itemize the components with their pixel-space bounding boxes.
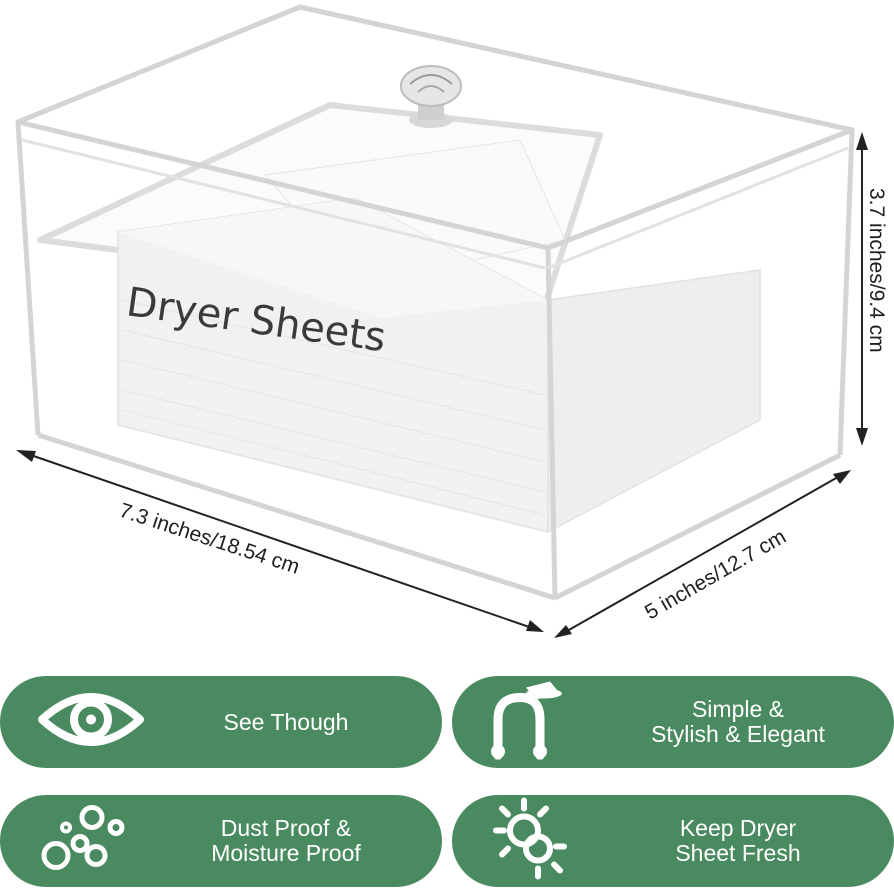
sun-icon [488, 797, 572, 886]
person-bending-icon [488, 680, 568, 765]
bubbles-icon [36, 804, 126, 879]
feature-line: See Though [223, 708, 349, 735]
acrylic-box-frame [15, 4, 855, 601]
product-figure: Dryer Sheets 3.7 inches/9.4 cm 7.3 inche… [15, 4, 888, 638]
feature-text: Keep Dryer Sheet Fresh [602, 795, 874, 887]
knob-icon [400, 65, 462, 128]
width-label: 5 inches/12.7 cm [641, 525, 790, 624]
height-label: 3.7 inches/9.4 cm [865, 188, 888, 353]
feature-dust-moisture-proof: Dust Proof & Moisture Proof [0, 795, 442, 887]
feature-text: Simple & Stylish & Elegant [602, 676, 874, 768]
feature-simple-stylish: Simple & Stylish & Elegant [452, 676, 894, 768]
feature-line: Simple & [691, 696, 785, 722]
feature-text: See Though [150, 676, 422, 768]
feature-see-through: See Though [0, 676, 442, 768]
feature-text: Dust Proof & Moisture Proof [150, 795, 422, 887]
feature-line: Keep Dryer [679, 815, 797, 841]
feature-keep-fresh: Keep Dryer Sheet Fresh [452, 795, 894, 887]
feature-line: Dust Proof & [220, 815, 352, 841]
dimension-arrows [16, 132, 868, 638]
dryer-sheet-stack: Dryer Sheets [117, 139, 761, 534]
feature-line: Sheet Fresh [675, 840, 801, 866]
eye-icon [36, 685, 146, 760]
feature-line: Moisture Proof [211, 840, 361, 866]
feature-line: Stylish & Elegant [651, 721, 825, 747]
